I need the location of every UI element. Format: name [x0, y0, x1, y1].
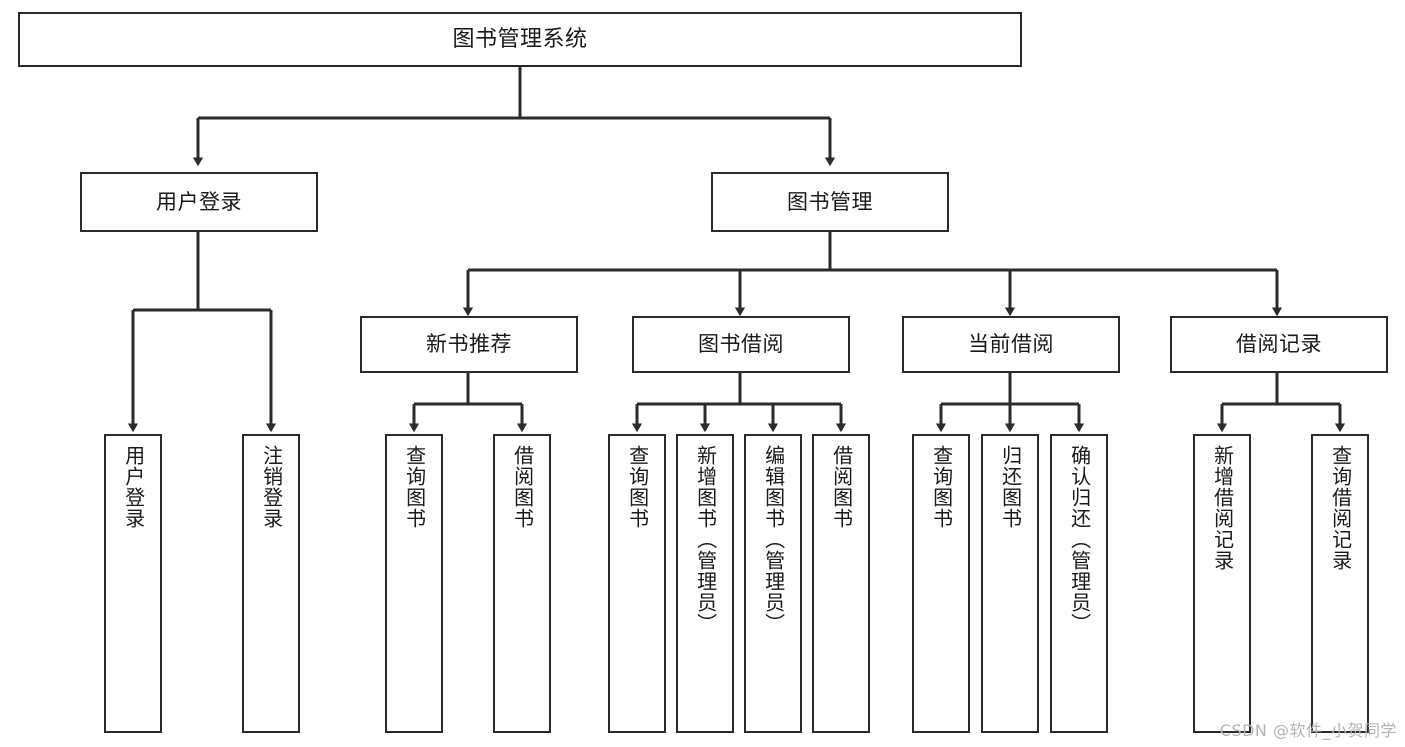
node-user-login[interactable]: 用户登录 — [80, 172, 318, 232]
leaf-label: 查询图书 — [402, 445, 427, 529]
node-book-management-label: 图书管理 — [787, 189, 873, 214]
node-root-label: 图书管理系统 — [452, 26, 588, 52]
leaf-label: 查询图书 — [625, 445, 650, 529]
node-user-login-label: 用户登录 — [156, 189, 242, 214]
node-new-book-recommend[interactable]: 新书推荐 — [360, 316, 578, 373]
leaf-label: 编辑图书（管理员） — [761, 445, 786, 634]
leaf-current-borrow-query[interactable]: 查询图书 — [912, 434, 970, 733]
leaf-book-borrow-borrow[interactable]: 借阅图书 — [812, 434, 870, 733]
node-borrow-record[interactable]: 借阅记录 — [1170, 316, 1388, 373]
leaf-new-book-query[interactable]: 查询图书 — [385, 434, 443, 733]
node-book-borrow-label: 图书借阅 — [698, 332, 784, 356]
leaf-label: 归还图书 — [998, 445, 1023, 529]
leaf-label: 借阅图书 — [829, 445, 854, 529]
leaf-label: 新增借阅记录 — [1210, 445, 1235, 571]
leaf-label: 新增图书（管理员） — [693, 445, 718, 634]
leaf-book-borrow-query[interactable]: 查询图书 — [608, 434, 666, 733]
leaf-label: 查询图书 — [929, 445, 954, 529]
node-root[interactable]: 图书管理系统 — [18, 12, 1022, 67]
leaf-user-login-login[interactable]: 用户登录 — [104, 434, 162, 733]
leaf-user-login-logout[interactable]: 注销登录 — [242, 434, 300, 733]
node-book-management[interactable]: 图书管理 — [711, 172, 949, 232]
leaf-borrow-record-add[interactable]: 新增借阅记录 — [1193, 434, 1251, 733]
leaf-current-borrow-return[interactable]: 归还图书 — [981, 434, 1039, 733]
node-borrow-record-label: 借阅记录 — [1236, 332, 1322, 356]
leaf-book-borrow-add[interactable]: 新增图书（管理员） — [676, 434, 734, 733]
node-book-borrow[interactable]: 图书借阅 — [632, 316, 850, 373]
node-current-borrow[interactable]: 当前借阅 — [902, 316, 1120, 373]
leaf-new-book-borrow[interactable]: 借阅图书 — [493, 434, 551, 733]
leaf-label: 用户登录 — [121, 445, 146, 529]
leaf-label: 借阅图书 — [510, 445, 535, 529]
leaf-label: 确认归还（管理员） — [1067, 445, 1092, 634]
leaf-borrow-record-query[interactable]: 查询借阅记录 — [1311, 434, 1369, 733]
leaf-book-borrow-edit[interactable]: 编辑图书（管理员） — [744, 434, 802, 733]
leaf-label: 查询借阅记录 — [1328, 445, 1353, 571]
leaf-label: 注销登录 — [259, 445, 284, 529]
node-new-book-recommend-label: 新书推荐 — [426, 332, 512, 356]
node-current-borrow-label: 当前借阅 — [968, 332, 1054, 356]
watermark-text: CSDN @软件_小贺同学 — [1219, 721, 1397, 740]
leaf-current-borrow-confirm[interactable]: 确认归还（管理员） — [1050, 434, 1108, 733]
